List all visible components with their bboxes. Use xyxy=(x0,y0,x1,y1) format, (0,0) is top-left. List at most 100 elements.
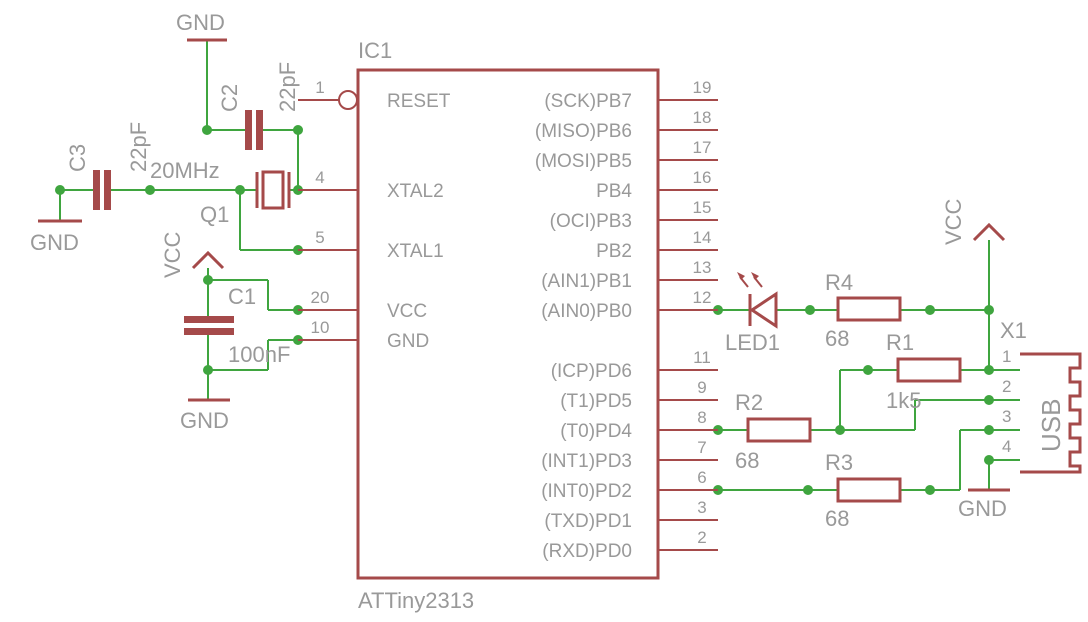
ic-pin-name-ain0pb0: (AIN0)PB0 xyxy=(541,301,632,322)
c1-ref: C1 xyxy=(228,284,256,309)
junction-dot xyxy=(984,365,994,375)
ic-pin-name-vcc: VCC xyxy=(387,301,427,322)
ic-pin-name-int0pd2: (INT0)PD2 xyxy=(541,481,632,502)
resistor-r3 xyxy=(836,477,902,503)
junction-dot xyxy=(863,365,873,375)
ic-pin-number-6: 6 xyxy=(697,468,706,487)
ic-pin-name-pb2: PB2 xyxy=(596,241,632,262)
ic-pin-number-7: 7 xyxy=(697,438,706,457)
junction-dot xyxy=(984,455,994,465)
usb-pin-3: 3 xyxy=(1002,407,1011,426)
ic-pins: 1RESET4XTAL25XTAL120VCC10GND19(SCK)PB718… xyxy=(298,78,718,562)
usb-pin-1: 1 xyxy=(1002,347,1011,366)
ic-pin-name-ain1pb1: (AIN1)PB1 xyxy=(541,271,632,292)
ic-pin-name-gnd: GND xyxy=(387,331,429,352)
capacitor-c1 xyxy=(184,316,234,335)
junction-dot xyxy=(805,305,815,315)
junction-dot xyxy=(925,485,935,495)
ic-pin-number-1: 1 xyxy=(315,78,324,97)
capacitor-c2 xyxy=(245,110,263,150)
q1-ref: Q1 xyxy=(200,202,229,227)
junction-dot xyxy=(235,185,245,195)
vcc-label-left: VCC xyxy=(160,231,185,278)
r3-ref: R3 xyxy=(825,450,853,475)
led1-ref: LED1 xyxy=(725,330,780,355)
resistor-r1 xyxy=(896,357,962,383)
ic-ref: IC1 xyxy=(358,38,392,63)
ic-part-name: ATTiny2313 xyxy=(358,588,474,613)
ic-pin-name-rxdpd0: (RXD)PD0 xyxy=(542,541,632,562)
r4-value: 68 xyxy=(825,326,849,351)
junction-dot xyxy=(925,305,935,315)
ic-pin-number-2: 2 xyxy=(697,528,706,547)
junction-dot xyxy=(203,365,213,375)
x1-ref: X1 xyxy=(1000,318,1027,343)
junction-dot xyxy=(293,125,303,135)
ic-pin-name-xtal1: XTAL1 xyxy=(387,241,444,262)
junction-dot xyxy=(984,305,994,315)
junction-dot xyxy=(202,125,212,135)
led-led1 xyxy=(737,272,778,329)
junction-dot xyxy=(145,185,155,195)
resistor-r2 xyxy=(746,417,812,443)
junction-dot xyxy=(984,395,994,405)
junction-dot xyxy=(203,275,213,285)
ic-pin-number-11: 11 xyxy=(693,348,711,367)
r2-value: 68 xyxy=(735,448,759,473)
components xyxy=(38,38,1082,580)
crystal-q1 xyxy=(255,170,291,210)
gnd-label-usb: GND xyxy=(958,496,1007,521)
ic-pin-number-8: 8 xyxy=(697,408,706,427)
ic-pin-name-ocipb3: (OCI)PB3 xyxy=(550,211,632,232)
junction-dot xyxy=(55,185,65,195)
ic-pin-number-9: 9 xyxy=(697,378,706,397)
ic-pin-number-15: 15 xyxy=(693,198,712,217)
ic-pin-name-icppd6: (ICP)PD6 xyxy=(551,361,632,382)
ic-pin-number-18: 18 xyxy=(693,108,712,127)
labels: IC1 ATTiny2313 GND GND GND GND VCC VCC C… xyxy=(30,10,1066,613)
ic-pin-number-14: 14 xyxy=(693,228,712,247)
ic-pin-name-t0pd4: (T0)PD4 xyxy=(560,421,632,442)
r1-ref: R1 xyxy=(886,330,914,355)
junction-dot xyxy=(803,485,813,495)
gnd-label-c2: GND xyxy=(176,10,225,35)
gnd-label-c3: GND xyxy=(30,230,79,255)
vcc-symbol-left xyxy=(191,250,225,270)
ic-pin-name-int1pd3: (INT1)PD3 xyxy=(541,451,632,472)
ic-pin-name-pb4: PB4 xyxy=(596,181,632,202)
ic-pin-number-16: 16 xyxy=(693,168,712,187)
vcc-label-right: VCC xyxy=(941,198,966,245)
ic-pin-name-xtal2: XTAL2 xyxy=(387,181,444,202)
ic-pin-name-sckpb7: (SCK)PB7 xyxy=(544,91,632,112)
ic-pin-number-12: 12 xyxy=(693,288,712,307)
q1-value: 20MHz xyxy=(150,158,220,183)
junction-dot xyxy=(984,425,994,435)
ic-pin-name-txdpd1: (TXD)PD1 xyxy=(544,511,632,532)
ic-pin-name-t1pd5: (T1)PD5 xyxy=(560,391,632,412)
c2-value: 22pF xyxy=(275,62,300,112)
junction-dot xyxy=(835,425,845,435)
usb-label: USB xyxy=(1036,399,1066,452)
c2-ref: C2 xyxy=(217,84,242,112)
ic-body xyxy=(356,68,660,580)
usb-connector-x1 xyxy=(1020,352,1082,474)
ic-pin-number-20: 20 xyxy=(311,288,330,307)
ic-pin-name-misopb6: (MISO)PB6 xyxy=(535,121,632,142)
c1-value: 100nF xyxy=(228,342,290,367)
r2-ref: R2 xyxy=(735,390,763,415)
r1-value: 1k5 xyxy=(886,388,921,413)
c3-ref: C3 xyxy=(65,144,90,172)
ic-pin-number-4: 4 xyxy=(315,168,324,187)
ic-pin-name-mosipb5: (MOSI)PB5 xyxy=(535,151,632,172)
capacitor-c3 xyxy=(93,170,111,210)
vcc-symbol-right xyxy=(972,222,1006,242)
gnd-label-c1: GND xyxy=(180,408,229,433)
c3-value: 22pF xyxy=(126,122,151,172)
ic-pin-number-10: 10 xyxy=(311,318,330,337)
ic-pin-number-17: 17 xyxy=(693,138,712,157)
ic-pin-number-13: 13 xyxy=(693,258,712,277)
reset-inversion-bubble xyxy=(338,90,358,110)
ic-pin-number-5: 5 xyxy=(315,228,324,247)
